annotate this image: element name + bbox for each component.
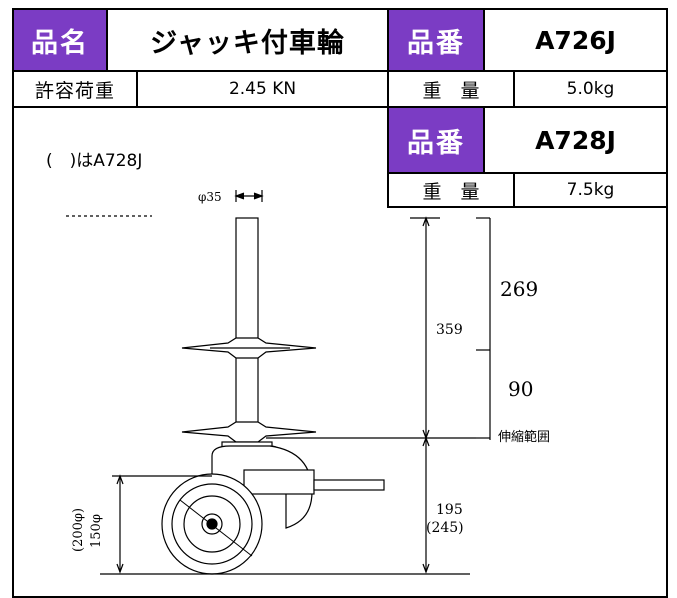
alt-product-number-label: 品番 xyxy=(387,106,485,174)
brake-lever xyxy=(313,479,385,491)
jack-pole xyxy=(235,217,259,453)
dim-359-label: 359 xyxy=(436,322,463,338)
stroke-range-label: 伸縮範囲 xyxy=(498,429,550,445)
diameter-arrow-head-right xyxy=(253,192,264,200)
model-note: ( )はA728J xyxy=(46,151,143,171)
diameter-arrow-head-left xyxy=(234,192,245,200)
dim-245-label: (245) xyxy=(426,520,464,536)
dim-90-label: 90 xyxy=(508,377,533,401)
dim-269-label: 269 xyxy=(500,277,538,301)
product-name: ジャッキ付車輪 xyxy=(106,8,389,72)
dim-195-label: 195 xyxy=(436,502,463,518)
wheel-dia-label-2: 150φ xyxy=(89,514,104,548)
alt-weight-value: 7.5kg xyxy=(513,172,668,208)
diameter-top-label: φ35 xyxy=(198,190,222,204)
wheel-dia-label-1: (200φ) xyxy=(71,508,86,552)
handle-lower xyxy=(181,421,317,443)
